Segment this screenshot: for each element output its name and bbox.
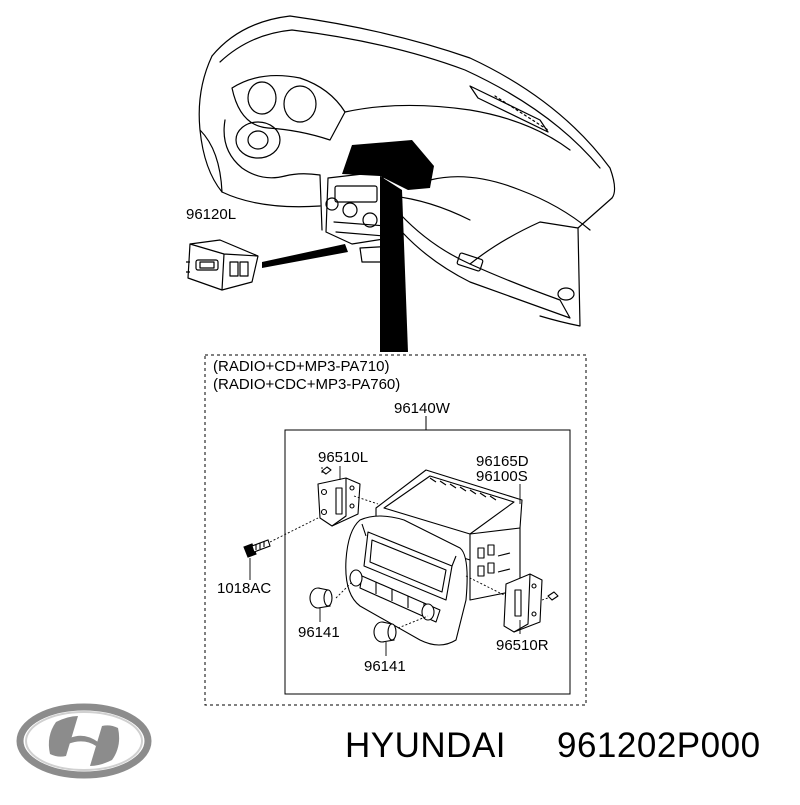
leader-lines [249,466,549,656]
part-number: 961202P000 [557,726,761,765]
display-panel [342,140,434,190]
hyundai-logo-icon [16,703,152,779]
label-audio-unit: 96140W [394,400,451,417]
label-bracket-right: 96510R [496,637,549,654]
audio-head-unit [345,469,523,646]
pointer-switch [262,244,348,268]
pointer-audio-unit [380,176,408,352]
label-knob-left: 96141 [298,624,340,641]
label-screw: 1018AC [217,580,271,597]
bracket-right-part [503,573,559,633]
bracket-left-part [317,466,361,527]
switch-part [186,239,259,291]
label-part-upper-1: 96165D [476,453,529,470]
assembly-dashed-frame [204,354,587,706]
label-variant-2: (RADIO+CDC+MP3-PA760) [213,376,400,393]
label-part-upper-2: 96100S [476,468,528,485]
label-knob-right: 96141 [364,658,406,675]
label-variant-1: (RADIO+CD+MP3-PA710) [213,358,389,375]
knob-right-part [373,621,397,643]
audio-unit-frame [284,429,571,695]
screw-part [243,539,271,558]
label-switch: 96120L [186,206,236,223]
brand-name: HYUNDAI [345,726,506,765]
knob-left-part [309,587,333,609]
label-bracket-left: 96510L [318,449,368,466]
